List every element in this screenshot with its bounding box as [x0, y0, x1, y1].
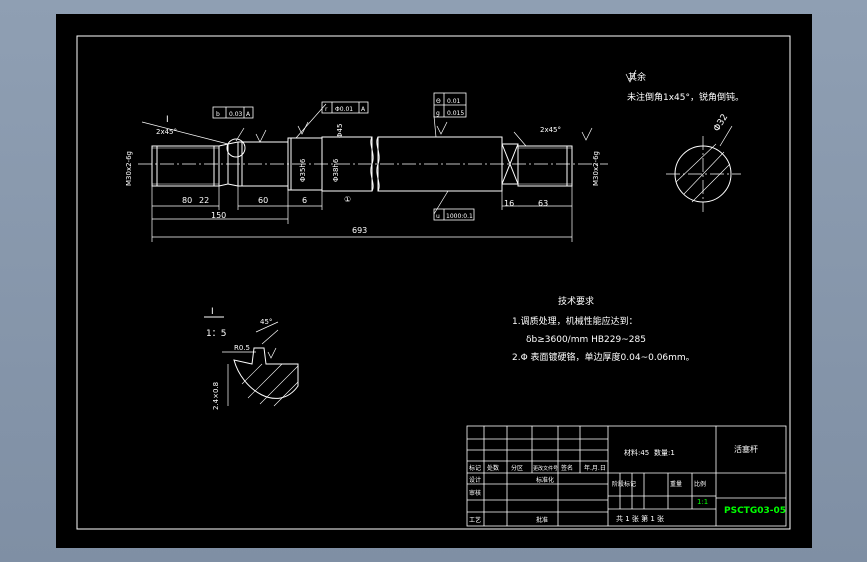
- tb-col-doc: 更改文件号: [533, 465, 558, 472]
- tb-drawing-no: PSCTG03-05: [724, 506, 786, 516]
- tech-item-1b: δb≥3600/mm HB229~285: [526, 335, 646, 345]
- tol-fc2-a: r: [325, 106, 328, 113]
- dim-dia-c: Φ45: [336, 124, 344, 138]
- drawing-canvas[interactable]: 其余 未注倒角1x45°，锐角倒钝。 技术要求 1.调质处理，机械性能应达到： …: [56, 14, 812, 548]
- tb-material: 材料:45: [624, 448, 649, 457]
- dim-63: 63: [538, 199, 548, 208]
- tech-item-1: 1.调质处理，机械性能应达到：: [512, 315, 638, 327]
- tol-fc3-r2b: 0.015: [447, 110, 464, 117]
- tol-fc3-r1a: Θ: [436, 98, 441, 105]
- tb-col-zone: 分区: [511, 464, 523, 472]
- tb-col-mark: 标记: [469, 464, 481, 472]
- dim-thread-right: M30x2-6g: [592, 151, 600, 186]
- tech-title: 技术要求: [558, 295, 594, 307]
- tb-standard: 标准化: [536, 476, 554, 484]
- dim-693: 693: [352, 226, 367, 235]
- tech-item-2: 2.Φ 表面镀硬铬，单边厚度0.04~0.06mm。: [512, 351, 695, 363]
- dim-60: 60: [258, 196, 268, 205]
- detail-label: I: [211, 307, 214, 317]
- tol-fc4-b: 1000:0.1: [446, 213, 473, 220]
- section-dim: Φ32: [712, 113, 730, 134]
- tb-scale-label: 比例: [694, 480, 706, 488]
- tol-fc1-b: 0.03: [229, 111, 243, 118]
- dim-150: 150: [211, 211, 226, 220]
- dim-dia-a: Φ35h6: [299, 158, 307, 182]
- tol-fc2-c: A: [361, 106, 366, 113]
- tol-fc1-c: A: [246, 111, 251, 118]
- tb-review: 审核: [469, 489, 481, 497]
- tol-fc4-a: u: [436, 213, 440, 220]
- title-block: [466, 425, 787, 527]
- dim-radius: R0.5: [234, 344, 250, 352]
- tb-part-name: 活塞杆: [734, 444, 758, 454]
- dim-chamfer-left: 2x45°: [156, 128, 177, 136]
- note-chamfer: 未注倒角1x45°，锐角倒钝。: [627, 91, 744, 103]
- tb-process: 工艺: [469, 516, 481, 524]
- detail-scale: 1：5: [206, 329, 226, 339]
- drawing-svg: 其余 未注倒角1x45°，锐角倒钝。 技术要求 1.调质处理，机械性能应达到： …: [76, 35, 791, 530]
- dim-dia-b: Φ38h6: [332, 158, 340, 182]
- tol-fc2-b: Φ0.01: [335, 106, 353, 113]
- dim-angle: 45°: [260, 318, 272, 326]
- tol-fc1-a: b: [216, 111, 220, 118]
- section-view: [666, 125, 741, 212]
- tb-weight: 重量: [670, 480, 682, 488]
- dim-22: 22: [199, 196, 209, 205]
- tb-col-count: 处数: [487, 464, 499, 472]
- shaft-main-view: [138, 136, 608, 192]
- dim-thread-left: M30x2-6g: [125, 151, 133, 186]
- tb-col-date: 年.月.日: [584, 464, 606, 472]
- dim-chamfer-right: 2x45°: [540, 126, 561, 134]
- dim-16: 16: [504, 199, 514, 208]
- dimension-lines: [141, 69, 637, 242]
- tol-fc3-r1b: 0.01: [447, 98, 461, 105]
- dim-80: 80: [182, 196, 192, 205]
- tb-sheets: 共 1 张 第 1 张: [616, 514, 664, 523]
- dim-ref-i: I: [166, 115, 169, 125]
- dim-6: 6: [302, 196, 307, 205]
- feature-control-frames: [212, 92, 475, 221]
- tb-stage-mark: 阶段标记: [612, 480, 636, 488]
- tb-scale-value: 1:1: [697, 498, 708, 506]
- tb-approve: 批准: [536, 516, 548, 524]
- note-remaining: 其余: [628, 71, 646, 83]
- tb-design: 设计: [469, 476, 481, 484]
- dim-undercut: 2.4×0.8: [212, 382, 220, 410]
- detail-view-i: [204, 316, 299, 407]
- tb-col-sign: 签名: [561, 464, 573, 472]
- dim-datum: ①: [344, 195, 351, 204]
- tb-quantity: 数量:1: [654, 448, 675, 457]
- outer-frame: [76, 35, 791, 530]
- tol-fc3-r2a: g: [436, 110, 440, 117]
